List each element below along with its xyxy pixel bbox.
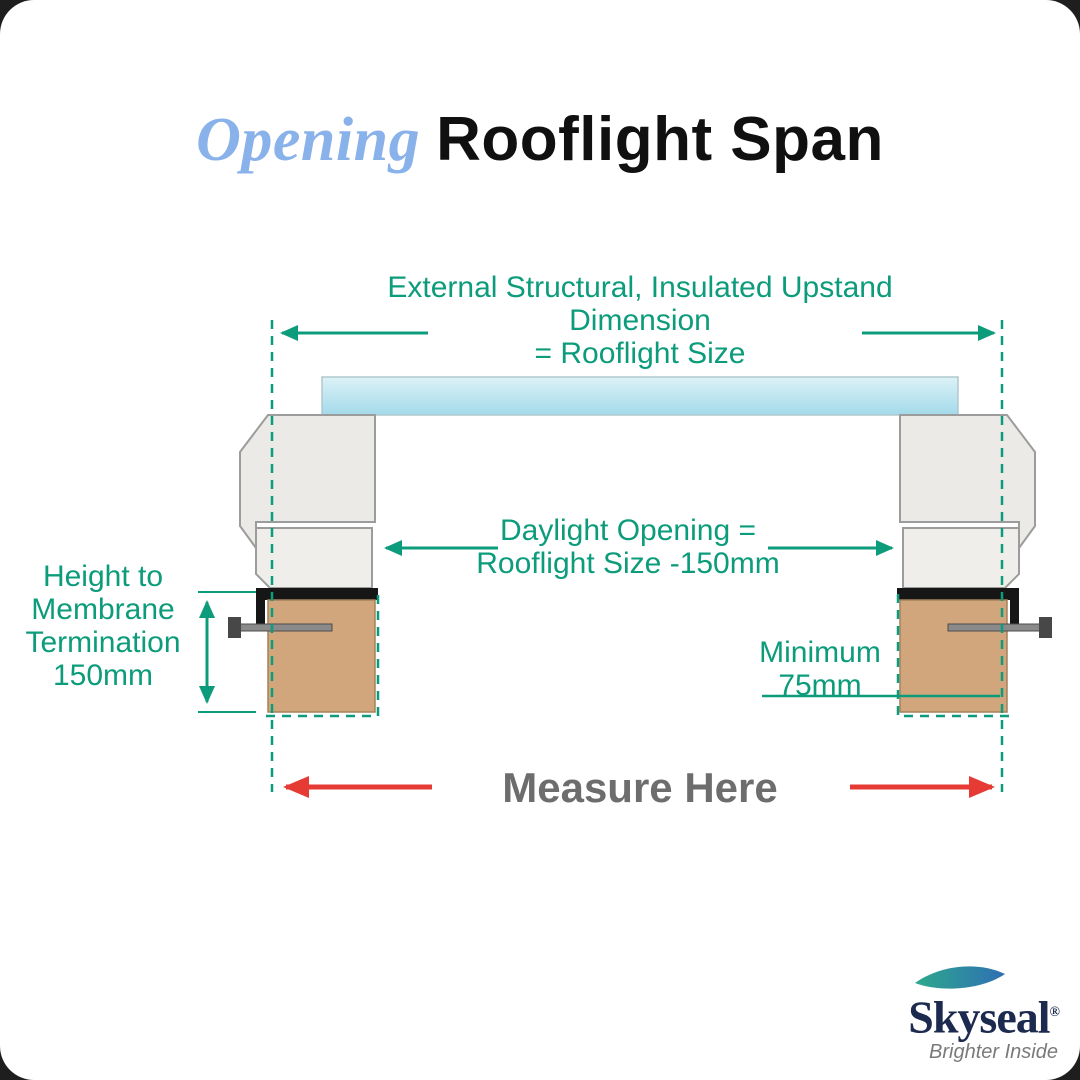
glass-panel xyxy=(321,376,959,416)
logo-leaf-icon xyxy=(915,966,1005,989)
logo-wordmark: Skyseal® xyxy=(780,991,1060,1042)
left-timber-dashed-outline xyxy=(266,590,380,718)
right-membrane-drop xyxy=(1010,588,1019,624)
daylight-opening-label-line1: Daylight Opening = xyxy=(500,514,756,547)
height-to-membrane-label-line1: Height to xyxy=(42,560,164,593)
measure-here-label: Measure Here xyxy=(502,764,778,811)
daylight-opening-label-line2: Rooflight Size -150mm xyxy=(476,547,780,580)
height-to-membrane-label-line4: 150mm xyxy=(52,659,154,692)
minimum-75mm-label: Minimum 75mm xyxy=(720,636,920,702)
logo-name-text: Skyseal xyxy=(908,991,1050,1042)
external-upstand-label: External Structural, Insulated Upstand D… xyxy=(340,271,940,370)
external-upstand-label-line2: Dimension xyxy=(569,304,711,337)
title-accent: Opening xyxy=(196,106,421,174)
right-timber-dashed-outline xyxy=(896,590,1009,718)
left-membrane xyxy=(256,588,378,600)
external-upstand-label-line1: External Structural, Insulated Upstand xyxy=(387,271,893,304)
right-membrane xyxy=(897,588,1019,600)
brand-logo: Skyseal® Brighter Inside xyxy=(780,963,1060,1064)
title-rest: Rooflight Span xyxy=(436,105,884,174)
right-fixing-screw xyxy=(947,617,1052,638)
height-to-membrane-label-line3: Termination xyxy=(25,626,181,659)
logo-tagline: Brighter Inside xyxy=(929,1041,1058,1063)
height-to-membrane-label: Height to Membrane Termination 150mm xyxy=(8,560,198,692)
minimum-75mm-label-line2: 75mm xyxy=(778,669,862,702)
left-fixing-screw xyxy=(228,617,333,638)
height-to-membrane-label-line2: Membrane xyxy=(31,593,175,626)
left-timber-kerb xyxy=(267,599,376,713)
daylight-opening-label: Daylight Opening = Rooflight Size -150mm xyxy=(408,514,848,580)
minimum-75mm-label-line1: Minimum xyxy=(759,636,881,669)
right-timber-kerb xyxy=(899,599,1008,713)
left-membrane-drop xyxy=(256,588,265,624)
registered-mark: ® xyxy=(1049,1004,1060,1020)
external-upstand-label-line3: = Rooflight Size xyxy=(534,337,746,370)
left-insulation-section xyxy=(255,527,373,589)
